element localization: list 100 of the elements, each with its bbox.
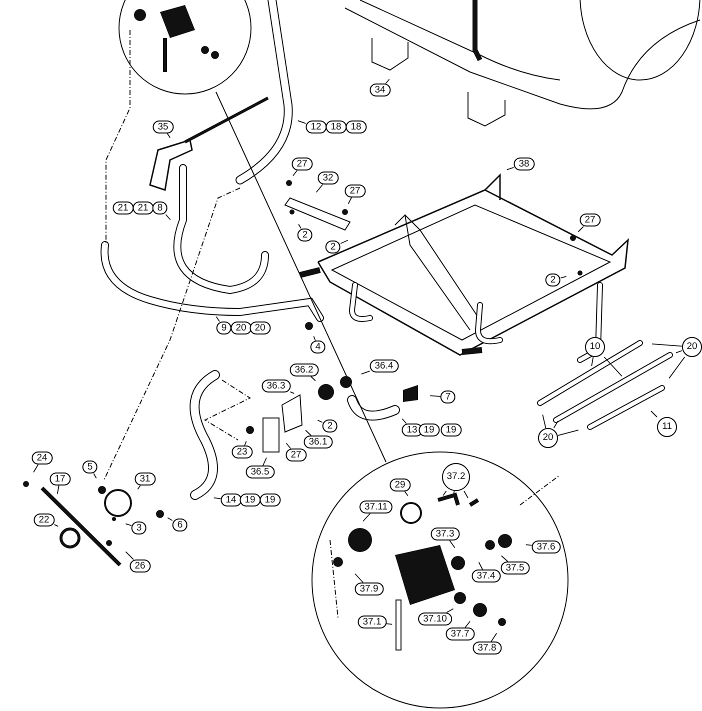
callout-number: 37.11	[359, 500, 393, 514]
leader-line	[542, 414, 546, 428]
leader-line	[125, 551, 134, 560]
callout-number: 21	[132, 202, 154, 214]
leader-line	[478, 562, 484, 570]
leader-line	[676, 350, 682, 354]
callout-number: 38	[514, 158, 534, 170]
leader-line	[286, 442, 292, 449]
callout-number: 35	[152, 120, 174, 134]
callout-number: 18	[346, 120, 366, 134]
leader-line	[33, 464, 39, 473]
callout-number: 13	[402, 424, 422, 436]
callout-number: 37.10	[418, 612, 452, 626]
callout-number: 19	[240, 494, 260, 506]
callout-number: 36.3	[262, 380, 290, 392]
callout-number: 14	[220, 494, 242, 506]
leader-line	[305, 430, 312, 436]
callout-number: 36.2	[290, 364, 318, 376]
callout-number: 9	[216, 322, 232, 334]
leader-line	[290, 391, 295, 394]
callout-number: 32	[318, 172, 338, 184]
callout-number: 19	[418, 424, 440, 436]
leader-line	[449, 540, 456, 548]
callout-number: 29	[390, 478, 410, 492]
leader-line	[652, 343, 682, 347]
callout-number: 34	[370, 84, 390, 96]
leader-line	[385, 78, 390, 84]
callout-number: 37.6	[532, 540, 560, 554]
leader-line	[56, 485, 60, 494]
callout-number: 37.4	[472, 570, 500, 582]
leader-line	[310, 376, 316, 382]
leader-line	[354, 573, 364, 583]
leader-line	[553, 420, 558, 428]
leader-line	[404, 491, 408, 496]
callout-number: 37.3	[430, 528, 460, 540]
callout-number: 18	[326, 120, 346, 134]
callout-number: 37.2	[442, 463, 470, 491]
leader-line	[360, 370, 370, 374]
leader-line	[166, 133, 171, 138]
callout-number: 2	[325, 240, 341, 254]
leader-line	[362, 513, 371, 522]
callout-number: 7	[440, 390, 456, 404]
leader-line	[340, 240, 348, 244]
callout-number: 5	[82, 460, 98, 474]
callout-number: 36.1	[304, 436, 332, 448]
callout-number: 19	[440, 424, 462, 436]
leader-line	[591, 356, 594, 366]
callout-number: 27	[580, 214, 600, 226]
callout-number: 11	[657, 417, 677, 437]
leader-line	[298, 224, 302, 229]
leader-line	[313, 336, 316, 341]
leader-line	[317, 420, 323, 423]
callout-number: 20	[538, 428, 558, 448]
callout-number: 17	[50, 472, 70, 486]
leader-line	[446, 608, 454, 613]
callout-number: 3	[131, 522, 147, 534]
leader-line	[525, 544, 532, 546]
callout-number: 20	[682, 337, 702, 357]
callout-number: 36.5	[246, 466, 274, 478]
callout-number: 6	[172, 518, 188, 532]
callout-number: 31	[134, 472, 156, 486]
leader-line	[93, 473, 97, 479]
leader-line	[464, 490, 468, 498]
leader-line	[506, 166, 514, 170]
leader-line	[54, 524, 59, 527]
callout-number: 37.1	[358, 616, 386, 628]
leader-line	[430, 395, 441, 397]
leader-line	[262, 457, 267, 466]
callout-number: 37.9	[354, 582, 384, 596]
leader-line	[297, 120, 306, 124]
leader-line	[213, 497, 222, 500]
callout-number: 12	[306, 120, 326, 134]
callout-number: 27	[292, 158, 312, 170]
callout-number: 19	[260, 494, 280, 506]
callout-number: 37.5	[500, 562, 530, 574]
leader-line	[578, 226, 584, 232]
leader-line	[464, 620, 471, 628]
leader-line	[558, 430, 579, 436]
callout-number: 24	[32, 452, 52, 464]
callout-number: 10	[585, 337, 605, 357]
leader-line	[668, 356, 686, 379]
leader-line	[165, 214, 171, 220]
callout-number: 23	[232, 446, 252, 458]
leader-line	[316, 184, 324, 193]
leader-line	[650, 410, 658, 418]
leader-line	[560, 276, 567, 278]
leader-line	[167, 517, 173, 521]
callout-number: 27	[286, 448, 306, 462]
callout-number: 20	[250, 322, 270, 334]
leader-line	[500, 555, 508, 562]
leader-line	[292, 170, 298, 176]
leader-line	[216, 316, 220, 322]
callout-number: 27	[344, 184, 366, 198]
leader-line	[453, 490, 455, 496]
callout-number: 26	[130, 560, 150, 572]
leader-line	[125, 523, 132, 526]
callout-number: 4	[310, 340, 326, 354]
callout-number: 37.8	[472, 642, 502, 654]
leader-line	[402, 418, 407, 424]
callout-number: 20	[230, 322, 252, 334]
